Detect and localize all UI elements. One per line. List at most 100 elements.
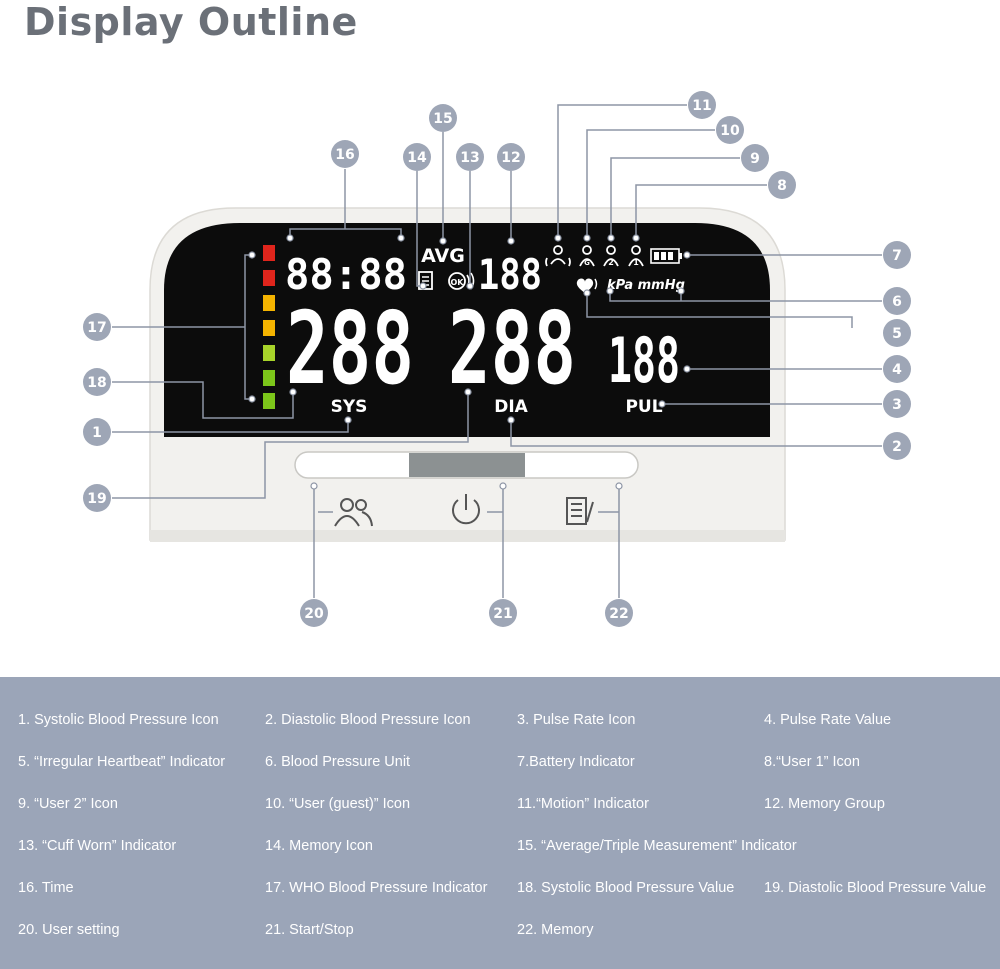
user-1-icon: 1 bbox=[628, 245, 644, 267]
user-setting-icon[interactable] bbox=[334, 498, 373, 527]
svg-text:9: 9 bbox=[750, 151, 760, 167]
svg-text:13: 13 bbox=[460, 150, 479, 166]
legend-item-11: 11.“Motion” Indicator bbox=[517, 796, 649, 812]
callout-6: 6 bbox=[883, 287, 911, 315]
memory-button-icon[interactable] bbox=[566, 497, 594, 525]
callout-1: 1 bbox=[83, 418, 111, 446]
callout-12: 12 bbox=[497, 143, 525, 171]
svg-text:1: 1 bbox=[633, 258, 639, 267]
svg-text:5: 5 bbox=[892, 326, 902, 342]
legend-item-18: 18. Systolic Blood Pressure Value bbox=[517, 880, 735, 896]
legend-panel: 1. Systolic Blood Pressure Icon 2. Diast… bbox=[0, 677, 1000, 969]
legend-item-12: 12. Memory Group bbox=[764, 796, 885, 812]
svg-text:4: 4 bbox=[892, 362, 902, 378]
who-bar-4 bbox=[263, 320, 275, 336]
time-display: 88:88 bbox=[285, 250, 407, 299]
legend-item-21: 21. Start/Stop bbox=[265, 922, 354, 938]
legend-item-19: 19. Diastolic Blood Pressure Value bbox=[764, 880, 987, 896]
motion-icon bbox=[545, 245, 571, 267]
legend-item-6: 6. Blood Pressure Unit bbox=[265, 754, 411, 770]
callout-20: 20 bbox=[300, 599, 328, 627]
svg-text:11: 11 bbox=[692, 98, 711, 114]
legend-item-13: 13. “Cuff Worn” Indicator bbox=[18, 838, 177, 854]
legend-item-4: 4. Pulse Rate Value bbox=[764, 712, 892, 728]
callout-9: 9 bbox=[741, 144, 769, 172]
callout-11: 11 bbox=[688, 91, 716, 119]
callout-3: 3 bbox=[883, 390, 911, 418]
legend-item-8: 8.“User 1” Icon bbox=[764, 754, 860, 770]
callout-2: 2 bbox=[883, 432, 911, 460]
sys-label: SYS bbox=[331, 397, 368, 417]
legend-item-16: 16. Time bbox=[18, 880, 74, 896]
svg-text:6: 6 bbox=[892, 294, 902, 310]
svg-text:19: 19 bbox=[87, 491, 106, 507]
legend-item-5: 5. “Irregular Heartbeat” Indicator bbox=[18, 754, 226, 770]
svg-text:7: 7 bbox=[892, 248, 902, 264]
legend-item-17: 17. WHO Blood Pressure Indicator bbox=[265, 880, 488, 896]
callout-22: 22 bbox=[605, 599, 633, 627]
svg-text:16: 16 bbox=[335, 147, 354, 163]
legend-item-22: 22. Memory bbox=[517, 922, 594, 938]
legend-item-10: 10. “User (guest)” Icon bbox=[265, 796, 411, 812]
svg-text:8: 8 bbox=[777, 178, 787, 194]
legend-item-14: 14. Memory Icon bbox=[265, 838, 373, 854]
dia-label: DIA bbox=[494, 397, 528, 417]
callout-10: 10 bbox=[716, 116, 744, 144]
pulse-value: 188 bbox=[608, 324, 680, 397]
svg-text:1: 1 bbox=[92, 425, 102, 441]
legend-item-20: 20. User setting bbox=[18, 922, 120, 938]
svg-text:2: 2 bbox=[608, 258, 614, 267]
device-diagram: 88:88 AVG OK 188 G 2 1 bbox=[83, 91, 911, 627]
battery-icon bbox=[650, 248, 682, 264]
svg-text:G: G bbox=[584, 259, 590, 267]
leader-dots bbox=[248, 234, 691, 490]
who-bar-2 bbox=[263, 270, 275, 286]
who-bar-5 bbox=[263, 345, 275, 361]
svg-text:21: 21 bbox=[493, 606, 512, 622]
callout-7: 7 bbox=[883, 241, 911, 269]
legend-item-1: 1. Systolic Blood Pressure Icon bbox=[18, 712, 219, 728]
svg-text:15: 15 bbox=[433, 111, 452, 127]
svg-text:12: 12 bbox=[501, 150, 520, 166]
who-bar-3 bbox=[263, 295, 275, 311]
svg-text:17: 17 bbox=[87, 320, 106, 336]
callouts: 1 2 3 4 5 6 7 8 9 10 11 12 13 14 15 16 1… bbox=[83, 91, 911, 627]
legend-item-3: 3. Pulse Rate Icon bbox=[517, 712, 636, 728]
page-title: Display Outline bbox=[24, 0, 358, 44]
who-bar-1 bbox=[263, 245, 275, 261]
svg-text:OK: OK bbox=[451, 278, 465, 287]
guest-user-icon: G bbox=[579, 245, 595, 267]
callout-18: 18 bbox=[83, 368, 111, 396]
callout-4: 4 bbox=[883, 355, 911, 383]
svg-text:18: 18 bbox=[87, 375, 106, 391]
pul-label: PUL bbox=[625, 397, 662, 417]
start-stop-button-pad[interactable] bbox=[409, 453, 525, 477]
svg-text:3: 3 bbox=[892, 397, 902, 413]
memory-group-display: 188 bbox=[478, 250, 542, 299]
diastolic-value: 288 bbox=[448, 290, 576, 407]
legend-item-15: 15. “Average/Triple Measurement” Indicat… bbox=[517, 838, 797, 854]
legend-item-2: 2. Diastolic Blood Pressure Icon bbox=[265, 712, 471, 728]
device-base-shadow bbox=[150, 530, 785, 542]
who-bar-6 bbox=[263, 370, 275, 386]
power-icon[interactable] bbox=[452, 494, 480, 525]
user-2-icon: 2 bbox=[603, 245, 619, 267]
legend-item-9: 9. “User 2” Icon bbox=[18, 796, 118, 812]
callout-8: 8 bbox=[768, 171, 796, 199]
who-indicator-bars bbox=[263, 245, 275, 409]
svg-text:20: 20 bbox=[304, 606, 324, 622]
callout-15: 15 bbox=[429, 104, 457, 132]
svg-text:14: 14 bbox=[407, 150, 427, 166]
bp-unit-label: kPa mmHg bbox=[607, 278, 685, 293]
irregular-heartbeat-icon bbox=[576, 278, 598, 293]
callout-19: 19 bbox=[83, 484, 111, 512]
svg-text:22: 22 bbox=[609, 606, 628, 622]
lcd-screen bbox=[164, 223, 770, 437]
callout-13: 13 bbox=[456, 143, 484, 171]
who-bar-7 bbox=[263, 393, 275, 409]
callout-17: 17 bbox=[83, 313, 111, 341]
callout-21: 21 bbox=[489, 599, 517, 627]
callout-5: 5 bbox=[883, 319, 911, 347]
legend-item-7: 7.Battery Indicator bbox=[517, 754, 635, 770]
callout-16: 16 bbox=[331, 140, 359, 168]
